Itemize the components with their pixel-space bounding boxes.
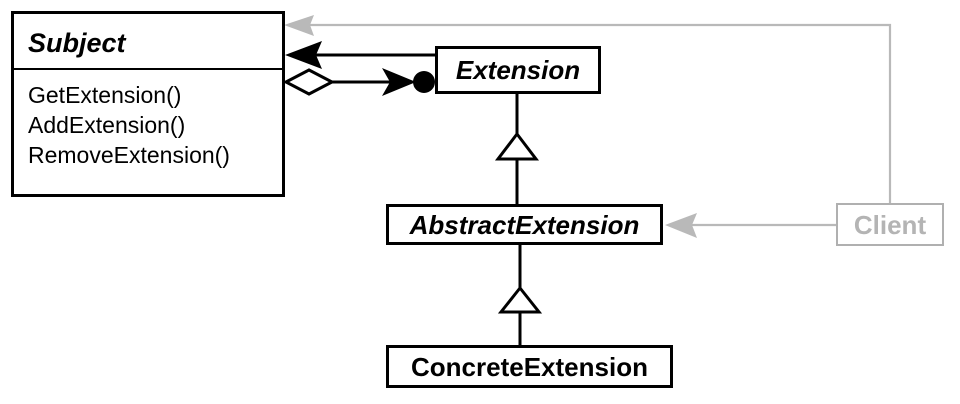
hollow-triangle-icon <box>497 285 543 314</box>
class-box-subject[interactable]: Subject GetExtension() AddExtension() Re… <box>11 11 285 197</box>
class-name-abstractextension: AbstractExtension <box>409 209 640 240</box>
connector-subject-aggregates-extension <box>282 68 435 96</box>
class-name-subject: Subject <box>28 28 126 58</box>
connector-client-to-subject <box>284 15 892 246</box>
gray-arrowhead-icon <box>665 213 697 238</box>
class-compartment-divider <box>14 68 282 70</box>
hollow-diamond-icon <box>282 68 336 96</box>
class-box-client[interactable]: Client <box>836 203 944 246</box>
class-box-concreteextension[interactable]: ConcreteExtension <box>386 345 673 388</box>
connector-client-to-abstractextension <box>665 213 836 238</box>
connector-abstractextension-to-extension <box>494 93 540 204</box>
operation-item: GetExtension() <box>28 82 182 108</box>
class-name-client: Client <box>853 209 927 240</box>
hollow-triangle-icon <box>494 131 540 161</box>
filled-arrowhead-icon <box>285 41 322 69</box>
gray-arrowhead-icon <box>284 15 314 36</box>
operation-item: RemoveExtension() <box>28 142 230 168</box>
operation-item: AddExtension() <box>28 112 186 138</box>
filled-arrowhead-icon <box>382 68 416 96</box>
class-box-extension[interactable]: Extension <box>435 46 601 94</box>
class-name-concreteextension: ConcreteExtension <box>411 351 648 382</box>
filled-ball-icon <box>413 71 435 93</box>
connector-extension-to-subject <box>285 41 436 69</box>
class-box-abstractextension[interactable]: AbstractExtension <box>386 204 663 245</box>
connector-concreteextension-to-abstractextension <box>497 244 543 346</box>
class-name-extension: Extension <box>455 55 581 85</box>
operations-list-subject: GetExtension() AddExtension() RemoveExte… <box>14 80 282 170</box>
